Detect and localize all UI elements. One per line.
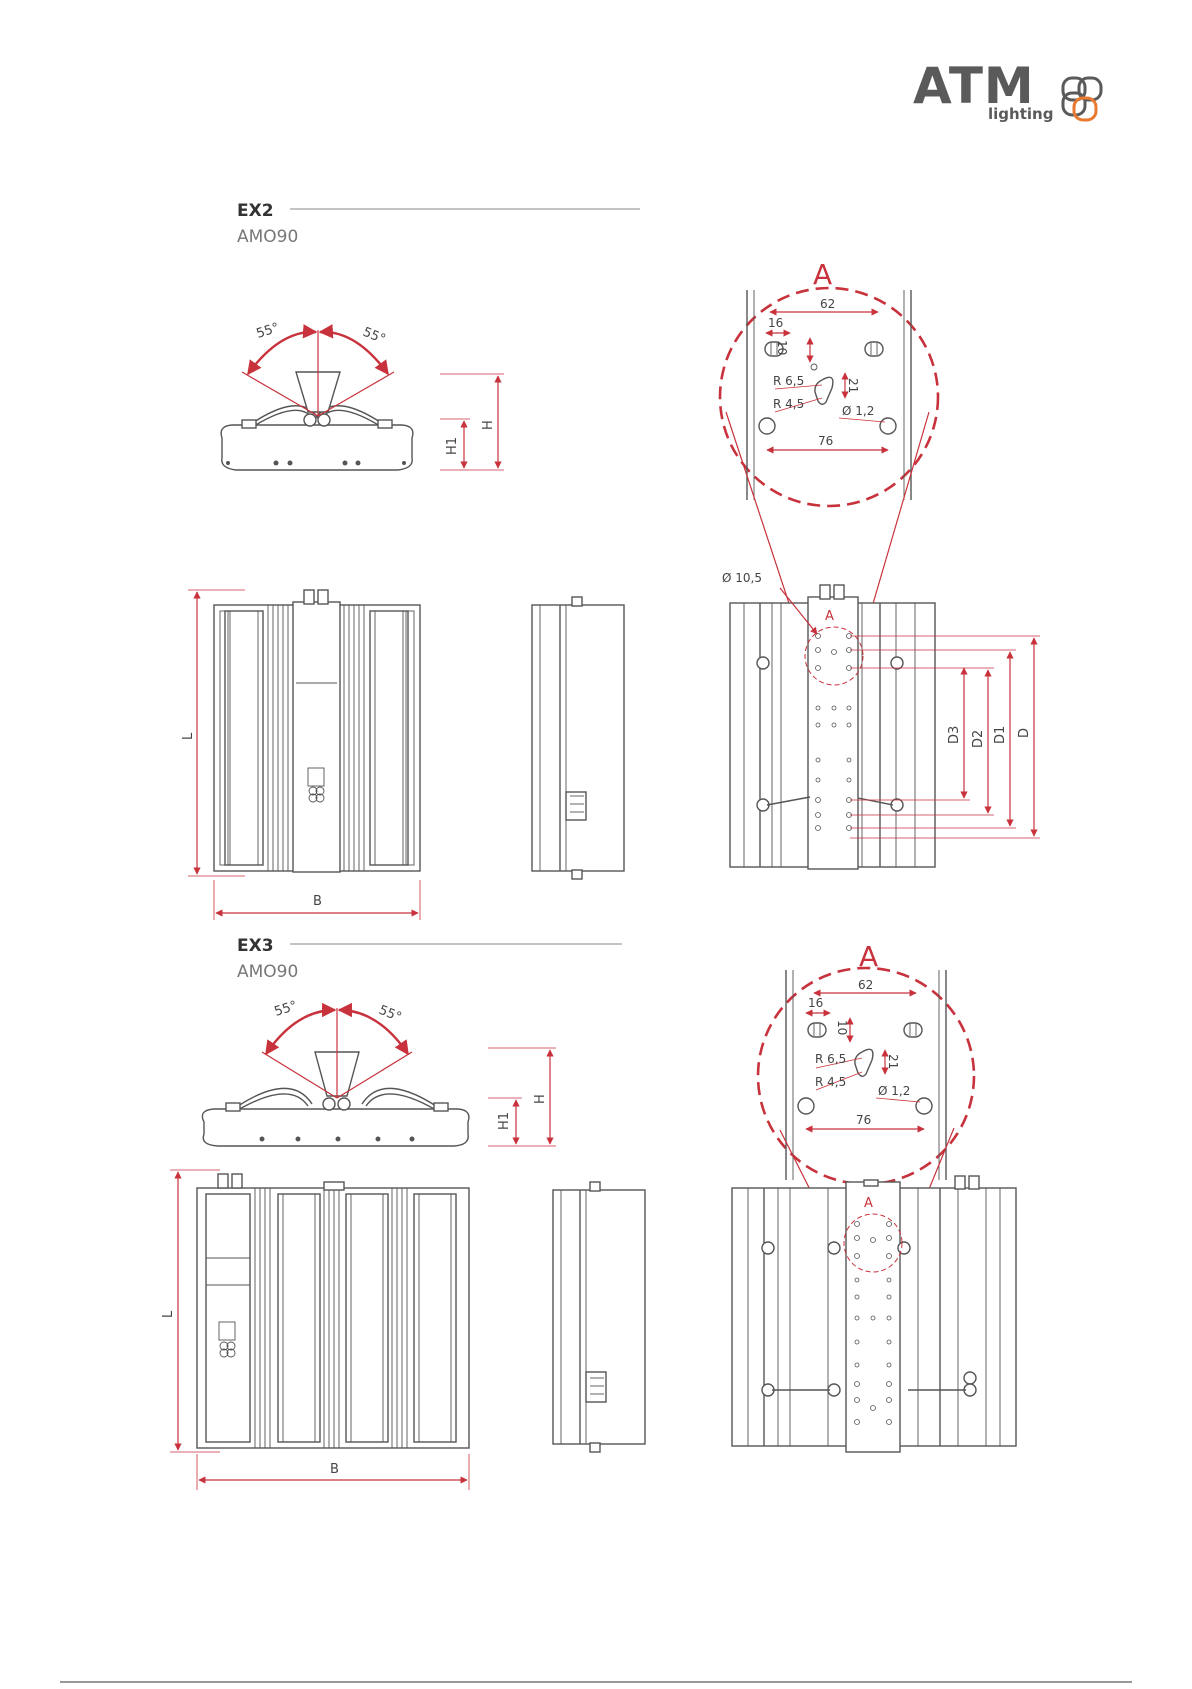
ex3-front-view: 55° 55° H H1 xyxy=(202,998,556,1146)
section-subtitle: AMO90 xyxy=(237,962,298,982)
dimension-label: R 4,5 xyxy=(773,397,804,411)
dimension-label: 62 xyxy=(820,297,835,311)
dimension-label: R 4,5 xyxy=(815,1075,846,1089)
dimension-label: H1 xyxy=(445,437,460,455)
dimension-label: L xyxy=(161,1310,176,1318)
dimension-label: B xyxy=(313,894,322,909)
angle-label: 55° xyxy=(361,325,388,348)
section-ex3-header: EX3 AMO90 xyxy=(237,936,622,982)
detail-label: A xyxy=(813,258,832,291)
dimension-label: 16 xyxy=(768,316,783,330)
brand-tagline: lighting xyxy=(988,105,1053,123)
brand-logo: ATM lighting xyxy=(913,57,1101,123)
section-ex2-header: EX2 AMO90 xyxy=(237,201,640,247)
dimension-label: R 6,5 xyxy=(773,374,804,388)
ex3-top-view: L B xyxy=(161,1170,469,1490)
dimension-label: H xyxy=(481,420,496,430)
ex3-rear-view: A xyxy=(732,1176,1016,1452)
dimension-label: L xyxy=(181,732,196,740)
dimension-label: D2 xyxy=(971,730,986,748)
dimension-label: 21 xyxy=(846,378,860,393)
dimension-label: D xyxy=(1017,728,1032,738)
dimension-label: D3 xyxy=(947,726,962,744)
dimension-label: 76 xyxy=(856,1113,871,1127)
angle-label: 55° xyxy=(377,1003,404,1026)
detail-marker: A xyxy=(825,609,834,624)
section-title: EX2 xyxy=(237,201,274,221)
dimension-label: 10 xyxy=(775,340,789,355)
dimension-label: B xyxy=(330,1462,339,1477)
section-title: EX3 xyxy=(237,936,274,956)
dimension-label: 62 xyxy=(858,978,873,992)
brand-mark-icon xyxy=(1063,78,1101,120)
dimension-label: 21 xyxy=(886,1054,900,1069)
dimension-label: H xyxy=(533,1094,548,1104)
ex2-rear-view: A Ø 10,5 D D1 D2 D3 xyxy=(722,571,1040,869)
dimension-label: 76 xyxy=(818,434,833,448)
dimension-label: D1 xyxy=(993,726,1008,744)
ex2-top-view: L B xyxy=(181,590,420,920)
dimension-label: 10 xyxy=(835,1020,849,1035)
dimension-label: Ø 10,5 xyxy=(722,571,762,585)
dimension-label: 16 xyxy=(808,996,823,1010)
dimension-label: H1 xyxy=(497,1112,512,1130)
dimension-label: R 6,5 xyxy=(815,1052,846,1066)
dimension-label: Ø 1,2 xyxy=(842,404,874,418)
detail-marker: A xyxy=(864,1196,873,1211)
ex3-side-view xyxy=(553,1182,645,1452)
section-subtitle: AMO90 xyxy=(237,227,298,247)
angle-label: 55° xyxy=(255,320,282,341)
angle-label: 55° xyxy=(273,998,300,1019)
dimension-label: Ø 1,2 xyxy=(878,1084,910,1098)
ex2-front-view: 55° 55° H H1 xyxy=(221,320,504,470)
ex2-side-view xyxy=(532,597,624,879)
